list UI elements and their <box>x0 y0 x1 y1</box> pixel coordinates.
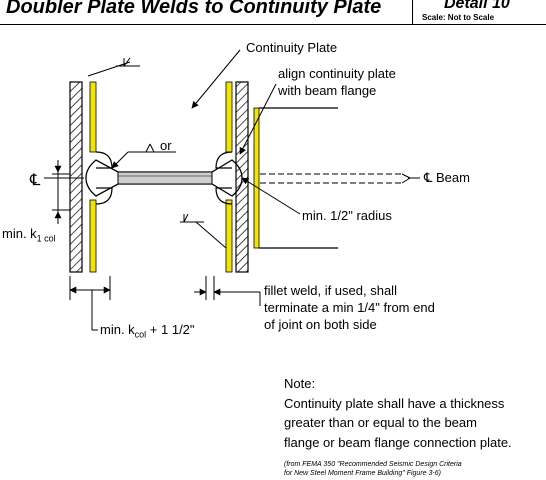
right-doubler-weld-bottom <box>225 199 233 273</box>
label-align-2: with beam flange <box>278 83 377 98</box>
label-cl-left: ℄ <box>30 172 41 189</box>
note-line-3: flange or beam flange connection plate. <box>284 434 512 450</box>
note-heading: Note: <box>284 376 316 391</box>
continuity-plate-core <box>117 171 213 185</box>
label-fillet-3: of joint on both side <box>264 317 377 332</box>
note-line-2: greater than or equal to the beam <box>284 415 477 430</box>
radius-cutout-right-lower <box>215 187 233 205</box>
scale-label: Scale: Not to Scale <box>422 13 495 22</box>
label-align-1: align continuity plate <box>278 66 396 81</box>
left-column-flange <box>69 81 83 273</box>
detail-box <box>412 0 546 25</box>
note-block: Note: Continuity plate shall have a thic… <box>284 374 512 452</box>
radius-cutout-left <box>95 151 113 169</box>
title-rule <box>0 24 412 25</box>
detail-number: Detail 10 <box>444 0 510 12</box>
page-title: Doubler Plate Welds to Continuity Plate <box>6 0 382 18</box>
leader-radius <box>241 177 301 215</box>
left-doubler-weld-top <box>89 81 97 153</box>
label-k1: min. k1 col <box>2 226 56 244</box>
leader-continuity-plate <box>191 49 241 109</box>
radius-cutout-right <box>215 151 233 169</box>
source-citation: (from FEMA 350 "Recommended Seismic Desi… <box>284 461 462 477</box>
label-kcol: min. kcol + 1 1/2" <box>100 322 195 340</box>
right-doubler-weld-top <box>225 81 233 153</box>
label-fillet-1: fillet weld, if used, shall <box>264 283 397 298</box>
label-radius: min. 1/2" radius <box>302 208 392 223</box>
beam-flange-weld <box>253 107 260 249</box>
leader-align <box>239 83 277 155</box>
label-fillet-2: terminate a min 1/4" from end <box>264 300 435 315</box>
label-beam: ℄ Beam <box>424 170 470 185</box>
label-or: or <box>160 138 172 153</box>
radius-cutout-left-lower <box>95 187 113 205</box>
label-continuity-plate: Continuity Plate <box>246 40 338 55</box>
note-line-1: Continuity plate shall have a thickness <box>284 395 505 411</box>
left-doubler-weld-bottom <box>89 199 97 273</box>
continuity-plate <box>85 159 243 197</box>
